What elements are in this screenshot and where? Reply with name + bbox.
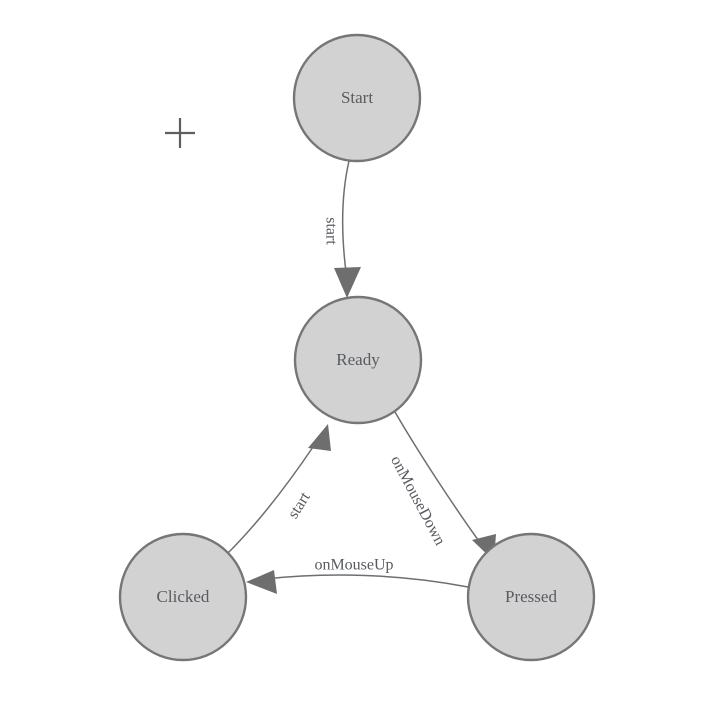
edge-path-pressed-to-clicked xyxy=(264,574,469,588)
edge-label-pressed-to-clicked: onMouseUp xyxy=(314,557,393,574)
arrowhead-clicked-to-ready xyxy=(308,424,331,451)
node-clicked[interactable]: Clicked xyxy=(118,532,248,662)
edge-path-clicked-to-ready xyxy=(227,446,314,554)
arrowhead-start-to-ready xyxy=(334,267,361,298)
edge-pressed-to-clicked[interactable]: onMouseUp xyxy=(246,557,469,594)
edge-label-clicked-to-ready: start xyxy=(285,489,314,522)
edge-path-ready-to-pressed xyxy=(394,411,482,545)
arrowhead-pressed-to-clicked xyxy=(246,570,277,594)
node-start[interactable]: Start xyxy=(292,33,422,163)
node-ready[interactable]: Ready xyxy=(293,295,423,425)
node-circle-start[interactable] xyxy=(292,33,422,163)
node-circle-ready[interactable] xyxy=(293,295,423,425)
node-circle-clicked[interactable] xyxy=(118,532,248,662)
edge-path-start-to-ready xyxy=(341,160,350,273)
edge-start-to-ready[interactable]: start xyxy=(322,160,361,298)
node-pressed[interactable]: Pressed xyxy=(466,532,596,662)
edge-label-ready-to-pressed: onMouseDown xyxy=(387,453,448,548)
edge-clicked-to-ready[interactable]: start xyxy=(227,424,331,554)
crosshair-icon xyxy=(165,118,195,148)
node-layer: Start Ready Clicked Pressed xyxy=(118,33,596,662)
edge-label-start-to-ready: start xyxy=(322,217,339,245)
edge-ready-to-pressed[interactable]: onMouseDown xyxy=(387,411,496,561)
node-circle-pressed[interactable] xyxy=(466,532,596,662)
